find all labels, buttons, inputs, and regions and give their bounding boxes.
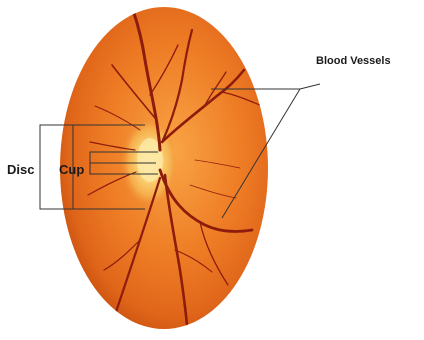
cup-label: Cup — [59, 162, 84, 177]
blood-vessels-label: Blood Vessels — [316, 55, 391, 67]
disc-label: Disc — [7, 162, 34, 177]
